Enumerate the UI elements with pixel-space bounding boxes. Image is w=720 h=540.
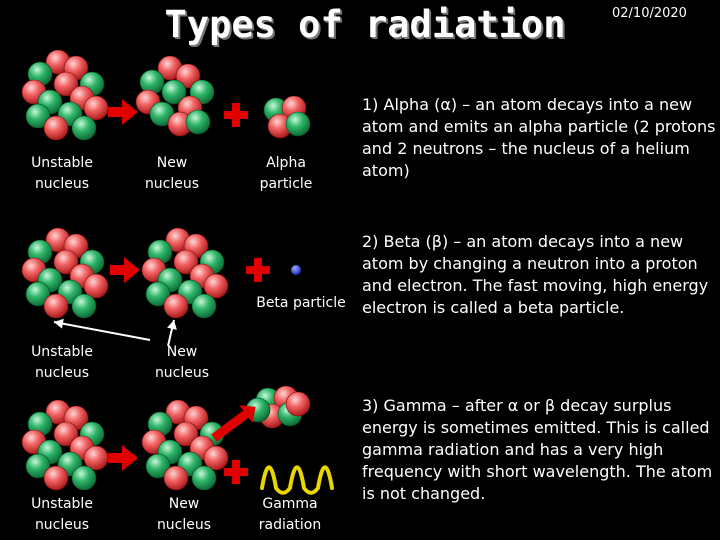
pointer-to-unstable-nucleus xyxy=(54,319,150,340)
excitation-arrow xyxy=(214,405,256,438)
new-nucleus-label-gamma: New nucleus xyxy=(142,494,226,536)
new-nucleus-beta xyxy=(142,228,228,318)
plus-icon-beta xyxy=(246,258,270,282)
unstable-nucleus-alpha xyxy=(22,50,108,140)
gamma-wave-icon xyxy=(262,467,332,493)
decay-arrow-alpha xyxy=(108,99,138,125)
neutron xyxy=(192,294,216,318)
neutron xyxy=(72,116,96,140)
plus-icon-alpha xyxy=(224,103,248,127)
proton xyxy=(286,392,310,416)
alpha-description: 1) Alpha (α) – an atom decays into a new… xyxy=(362,94,718,182)
new-nucleus-label-beta: New nucleus xyxy=(140,342,224,384)
electron-dot xyxy=(291,265,301,275)
unstable-nucleus-gamma xyxy=(22,400,108,490)
proton xyxy=(44,294,68,318)
plus-icon-gamma xyxy=(224,460,248,484)
alpha-particle xyxy=(264,96,310,138)
slide-title: Types of radiation xyxy=(160,0,570,50)
gamma-description: 3) Gamma – after α or β decay surplus en… xyxy=(362,395,718,505)
unstable-nucleus-label-alpha: Unstable nucleus xyxy=(20,153,104,195)
proton xyxy=(164,466,188,490)
beta-particle-label: Beta particle xyxy=(256,293,346,314)
neutron xyxy=(72,466,96,490)
unstable-nucleus-beta xyxy=(22,228,108,318)
decay-arrow-gamma xyxy=(108,445,138,471)
unstable-nucleus-label-beta: Unstable nucleus xyxy=(20,342,104,384)
proton xyxy=(44,116,68,140)
new-nucleus-label-alpha: New nucleus xyxy=(130,153,214,195)
decay-arrow-beta xyxy=(110,257,140,283)
proton xyxy=(164,294,188,318)
beta-description: 2) Beta (β) – an atom decays into a new … xyxy=(362,231,718,319)
neutron xyxy=(72,294,96,318)
neutron xyxy=(186,110,210,134)
gamma-radiation-label: Gamma radiation xyxy=(244,494,336,536)
excited-nucleus-gamma xyxy=(246,386,310,428)
alpha-particle-label: Alpha particle xyxy=(240,153,332,195)
new-nucleus-gamma xyxy=(142,400,228,490)
neutron xyxy=(192,466,216,490)
unstable-nucleus-label-gamma: Unstable nucleus xyxy=(20,494,104,536)
neutron xyxy=(286,112,310,136)
slide-date: 02/10/2020 xyxy=(612,6,712,21)
new-nucleus-alpha xyxy=(136,56,214,136)
proton xyxy=(44,466,68,490)
